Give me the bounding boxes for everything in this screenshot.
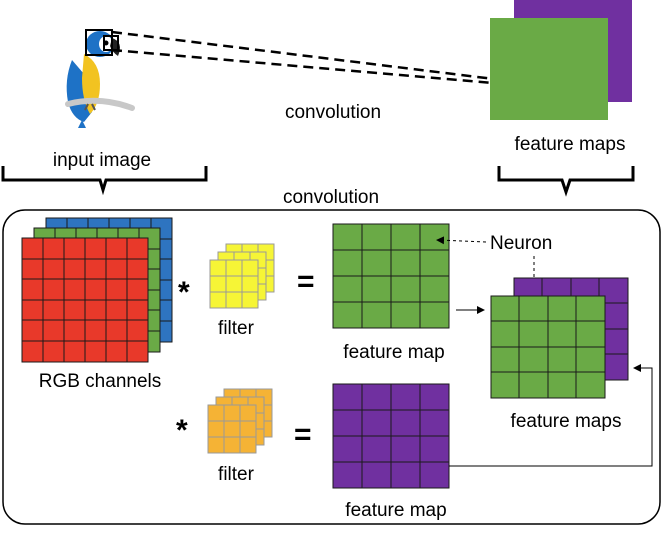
input-image-brace <box>1 166 208 196</box>
neuron-label: Neuron <box>490 233 552 254</box>
feature-map-green-grid <box>332 223 450 329</box>
multiply-symbol-1: * <box>178 276 190 309</box>
filter-orange <box>207 388 273 454</box>
feature-map-label-1: feature map <box>343 342 444 363</box>
filter-yellow <box>209 243 275 309</box>
convolution-panel <box>2 209 661 525</box>
receptive-field-box <box>85 29 113 56</box>
feature-map-label-2: feature map <box>345 500 446 521</box>
feature-maps-stack <box>490 277 629 399</box>
feature-map-purple-grid <box>332 383 450 489</box>
equals-symbol-1: = <box>297 265 315 298</box>
purple-to-stack-connector <box>449 364 653 467</box>
feature-maps-top-label: feature maps <box>515 134 626 155</box>
dashed-connection <box>111 30 505 86</box>
rgb-channels <box>21 217 173 363</box>
red-channel-grid <box>21 237 149 363</box>
top-feature-map-green <box>490 18 608 120</box>
stack-green <box>490 295 606 399</box>
top-convolution-label: convolution <box>285 102 381 123</box>
input-image-label: input image <box>53 150 151 171</box>
feature-maps-stack-label: feature maps <box>511 411 622 432</box>
feature-maps-brace <box>497 166 635 197</box>
filter-label-1: filter <box>218 318 255 339</box>
section-title-label: convolution <box>283 187 379 208</box>
parrot-image <box>65 31 135 128</box>
neuron-arrow-left <box>436 236 487 245</box>
multiply-symbol-2: * <box>176 414 188 447</box>
receptive-field-box-2 <box>103 35 119 51</box>
filter-label-2: filter <box>218 464 255 485</box>
rgb-channels-label: RGB channels <box>39 371 162 392</box>
equals-symbol-2: = <box>294 418 312 451</box>
